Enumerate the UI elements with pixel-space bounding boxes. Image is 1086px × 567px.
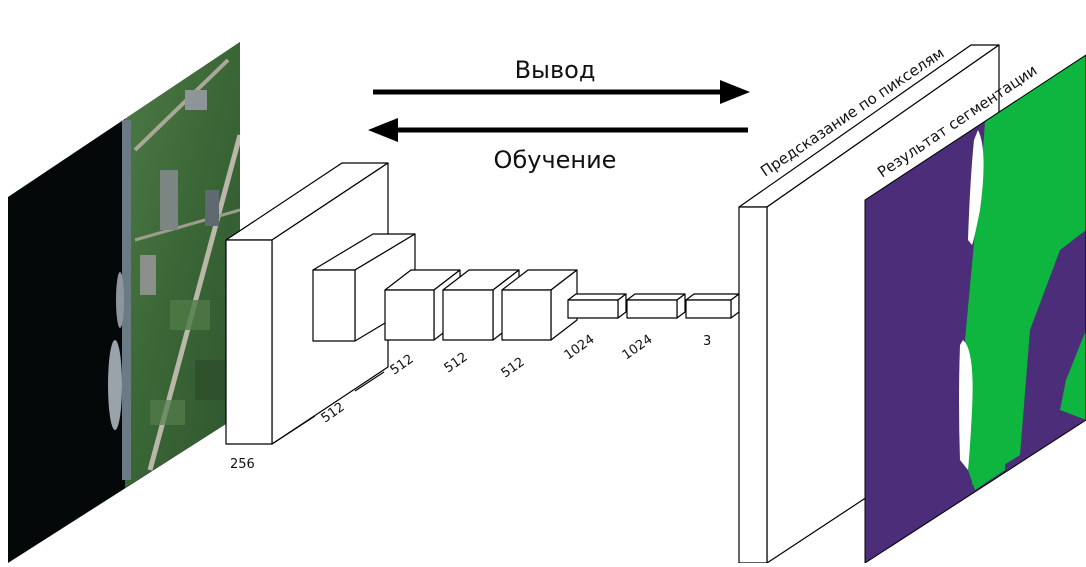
backward-arrow [368,118,748,142]
forward-arrow-label: Вывод [515,56,596,84]
input-satellite-image [8,42,240,563]
dim-label-1024-b: 1024 [620,332,656,363]
dim-label-1024-a: 1024 [562,332,598,363]
dim-label-512-c: 512 [442,350,471,377]
fc-block-1024-a [568,294,626,318]
backward-arrow-label: Обучение [494,146,617,174]
dim-label-256: 256 [230,457,255,472]
fc-block-3 [686,294,739,318]
fc-block-1024-b [627,294,685,318]
dim-label-3: 3 [703,334,711,349]
dim-label-512-d: 512 [499,355,528,382]
dim-label-512-b: 512 [388,352,417,379]
